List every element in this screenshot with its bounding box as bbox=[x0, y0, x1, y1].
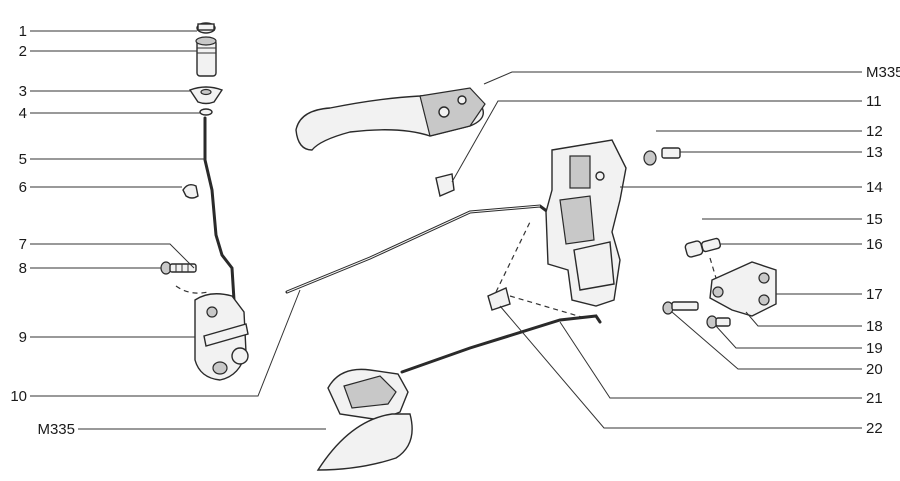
callout-18: 18 bbox=[866, 318, 883, 335]
part-lower-rod bbox=[400, 314, 602, 374]
part-washer bbox=[199, 108, 213, 116]
part-handle-mechanism bbox=[194, 293, 249, 381]
callout-15: 15 bbox=[866, 211, 883, 228]
callout-8: 8 bbox=[19, 260, 27, 277]
callout-11: 11 bbox=[866, 93, 882, 110]
leader-lines bbox=[30, 30, 862, 430]
part-bolt-top bbox=[643, 147, 681, 166]
callout-17: 17 bbox=[866, 286, 883, 303]
part-clip bbox=[182, 183, 199, 199]
part-inner-handle bbox=[316, 368, 413, 471]
callout-7: 7 bbox=[19, 236, 27, 253]
callout-22: 22 bbox=[866, 420, 883, 437]
callout-20: 20 bbox=[866, 361, 883, 378]
callout-10: 10 bbox=[10, 388, 27, 405]
callouts-right: M335 11 12 13 14 15 16 17 18 19 20 21 22 bbox=[866, 64, 900, 437]
part-screw-right bbox=[662, 301, 731, 329]
part-striker-plate bbox=[709, 257, 777, 317]
callout-3: 3 bbox=[19, 83, 27, 100]
callout-14: 14 bbox=[866, 179, 883, 196]
part-cap bbox=[196, 22, 216, 34]
callout-1: 1 bbox=[19, 23, 27, 40]
callout-13: 13 bbox=[866, 144, 883, 161]
callout-16: 16 bbox=[866, 236, 883, 253]
callout-9: 9 bbox=[19, 329, 27, 346]
part-clip-upper bbox=[435, 173, 455, 197]
part-door-lock bbox=[545, 139, 627, 307]
callout-4: 4 bbox=[19, 105, 27, 122]
part-screw-left bbox=[160, 261, 209, 294]
callout-6: 6 bbox=[19, 179, 27, 196]
part-long-rod bbox=[285, 204, 550, 294]
part-outer-handle bbox=[295, 87, 486, 151]
callout-21: 21 bbox=[866, 390, 883, 407]
part-pins bbox=[684, 237, 722, 258]
callout-2: 2 bbox=[19, 43, 27, 60]
callout-12: 12 bbox=[866, 123, 883, 140]
callouts-left: 1 2 3 4 5 6 7 8 9 10 M335 bbox=[10, 23, 75, 438]
part-escutcheon bbox=[188, 86, 224, 105]
callout-m335-top: M335 bbox=[866, 64, 900, 81]
callout-m335-bottom: M335 bbox=[37, 421, 75, 438]
callout-5: 5 bbox=[19, 151, 27, 168]
callout-19: 19 bbox=[866, 340, 883, 357]
part-lock-rod bbox=[203, 116, 240, 314]
part-sleeve bbox=[195, 36, 217, 77]
part-clip-lower bbox=[487, 287, 511, 311]
